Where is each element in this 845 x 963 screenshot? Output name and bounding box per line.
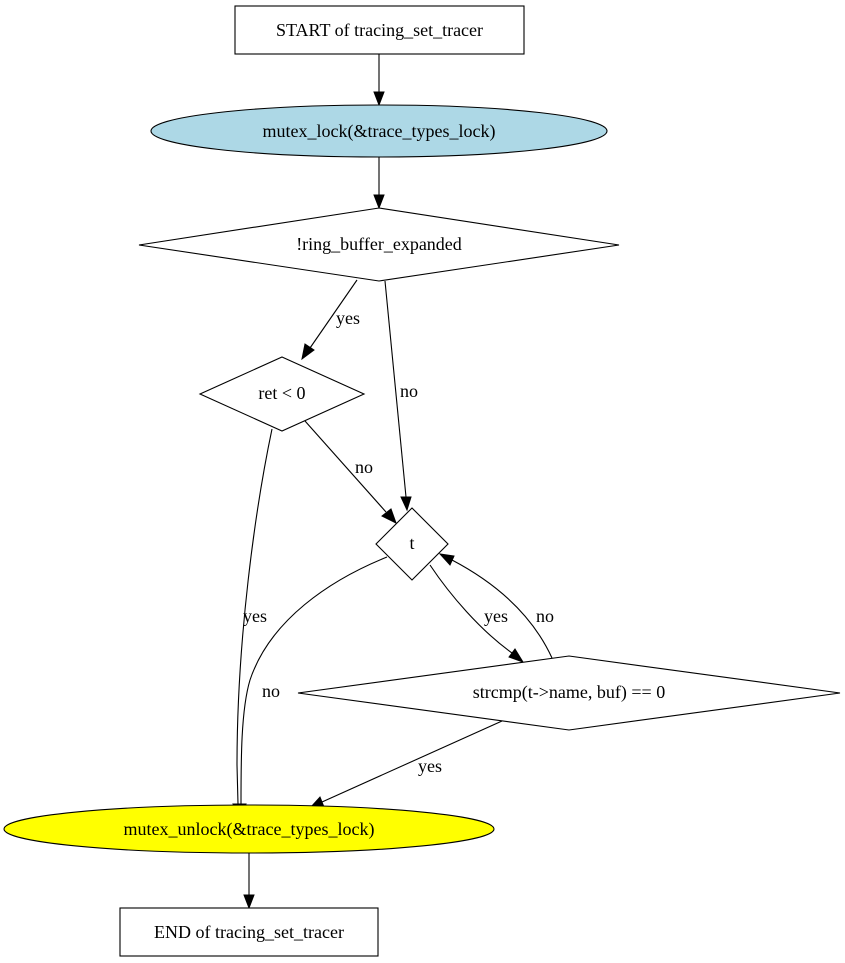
edge-strcmp-to-t-no: no	[438, 553, 554, 659]
node-end-label: END of tracing_set_tracer	[154, 922, 344, 942]
node-mutex-lock-label: mutex_lock(&trace_types_lock)	[263, 121, 496, 142]
node-t-decision: t	[375, 507, 449, 581]
node-ret-label: ret < 0	[258, 383, 305, 403]
edge-label-strcmp-yes: yes	[418, 756, 442, 776]
node-t-label: t	[409, 533, 414, 553]
edge-label-ring-no: no	[400, 381, 418, 401]
edge-ret-to-unlock-yes: yes	[232, 428, 273, 819]
edge-t-to-strcmp-yes: yes	[429, 564, 525, 663]
node-start-label: START of tracing_set_tracer	[276, 20, 483, 40]
edge-label-ring-yes: yes	[336, 308, 360, 328]
edge-unlock-to-end	[243, 853, 255, 910]
edge-strcmp-to-unlock-yes: yes	[308, 720, 503, 809]
node-start: START of tracing_set_tracer	[234, 5, 525, 55]
edge-ring-to-t-no: no	[384, 280, 418, 512]
node-strcmp-decision: strcmp(t->name, buf) == 0	[297, 655, 841, 731]
edge-ret-to-t-no: no	[304, 420, 397, 525]
edge-ring-to-ret-yes: yes	[301, 279, 360, 361]
node-strcmp-label: strcmp(t->name, buf) == 0	[473, 682, 665, 703]
node-mutex-unlock: mutex_unlock(&trace_types_lock)	[3, 804, 495, 854]
edge-label-ret-no: no	[355, 457, 373, 477]
edge-label-t-yes: yes	[484, 606, 508, 626]
edge-label-strcmp-no: no	[536, 606, 554, 626]
node-end: END of tracing_set_tracer	[119, 907, 379, 957]
edge-lock-to-ring	[373, 157, 385, 210]
node-ring-buffer-label: !ring_buffer_expanded	[296, 234, 462, 254]
edge-label-ret-yes: yes	[243, 606, 267, 626]
node-mutex-lock: mutex_lock(&trace_types_lock)	[150, 104, 608, 158]
edge-label-t-no: no	[262, 681, 280, 701]
edge-start-to-lock	[373, 54, 385, 107]
node-mutex-unlock-label: mutex_unlock(&trace_types_lock)	[124, 819, 375, 840]
node-ring-buffer-decision: !ring_buffer_expanded	[138, 207, 620, 282]
node-ret-decision: ret < 0	[198, 356, 366, 432]
nodes: START of tracing_set_tracer mutex_lock(&…	[3, 5, 841, 957]
edges: yes no yes no no yes	[232, 54, 554, 910]
